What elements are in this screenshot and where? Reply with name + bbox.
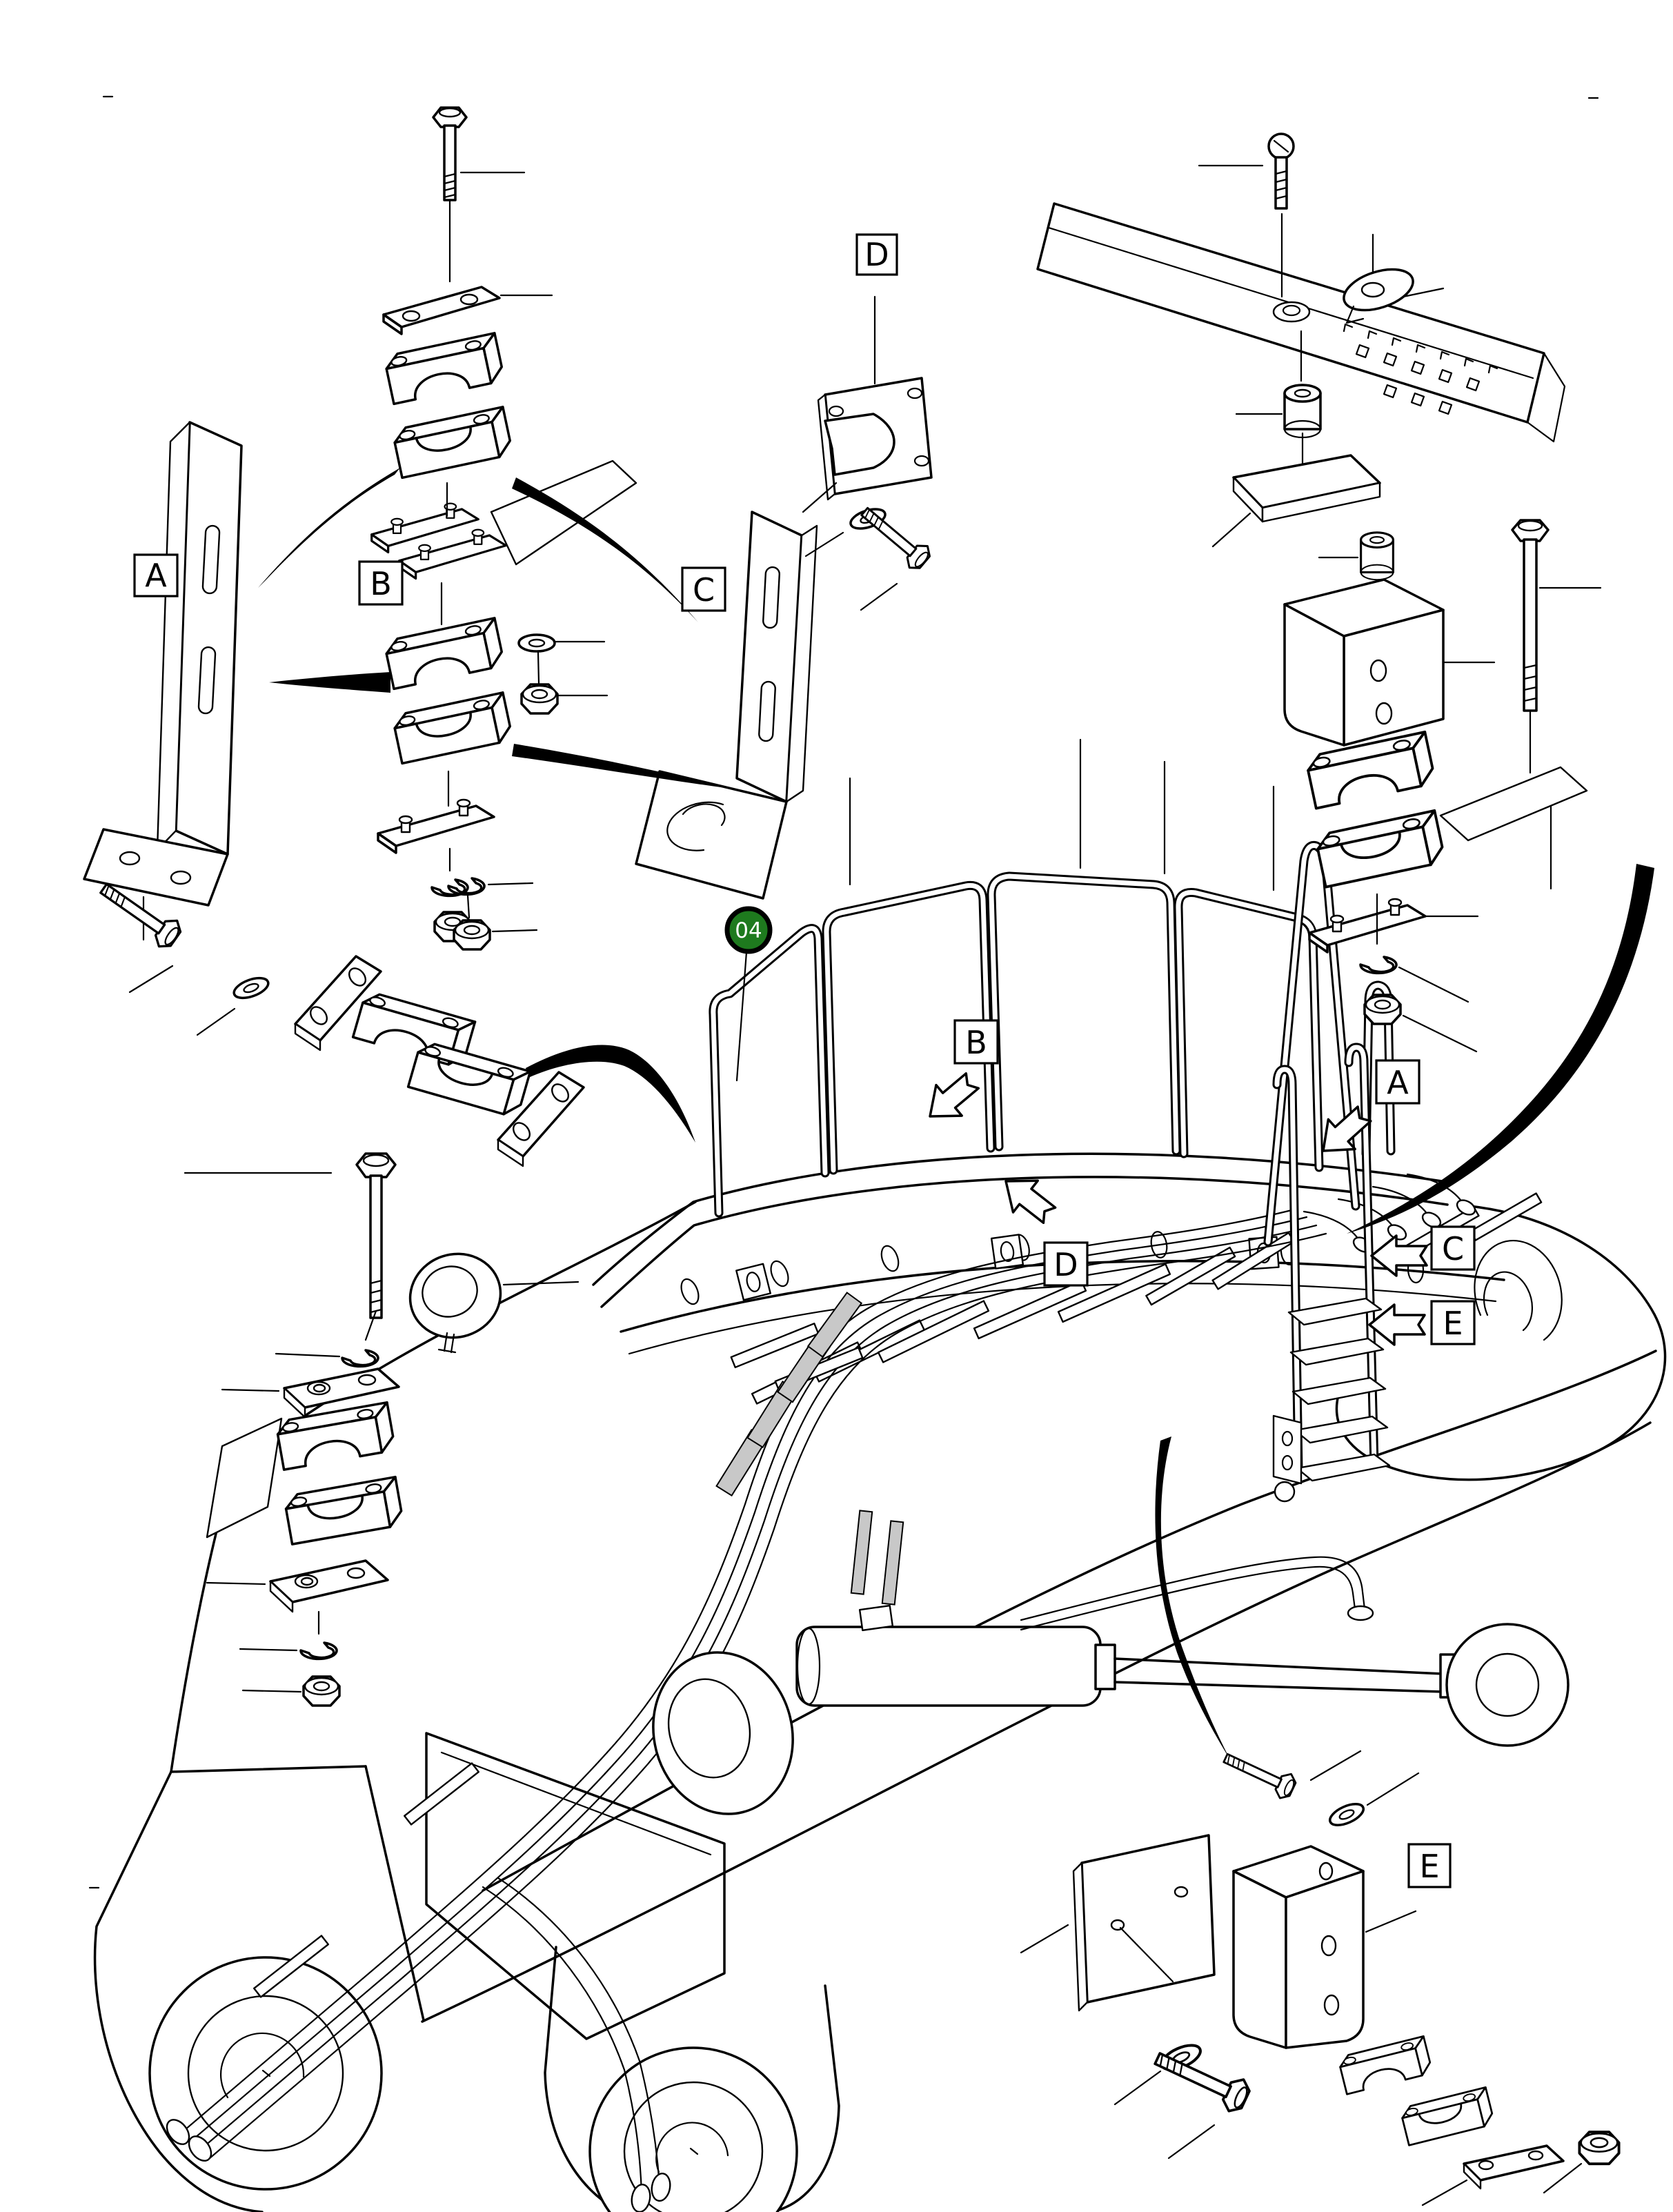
ll-plate-1 (221, 1367, 400, 1419)
channel-bracket (1283, 578, 1496, 747)
stud-plate-bottom (377, 798, 495, 854)
pipe-flanges (166, 2119, 671, 2212)
ll-clamp-lower (282, 1475, 405, 1546)
clamp-half-lower (390, 406, 515, 480)
e-plate (1421, 2144, 1565, 2206)
bracket-a (83, 421, 243, 941)
clamp-half-lower-2 (390, 691, 515, 765)
callout-bottom-right-e-label: E (1419, 1848, 1439, 1885)
ml-clamp-lower (406, 1039, 532, 1120)
ll-hex-nut (302, 1675, 341, 1707)
pipe-clamp-bars (253, 1323, 864, 1998)
e-clamp-lower (1398, 2086, 1496, 2146)
assembly-bottom-right-e: E (1020, 1745, 1621, 2206)
countersunk-hole (1272, 301, 1311, 323)
callout-handrail-b-label: B (965, 1024, 987, 1061)
callout-top-left-b[interactable]: B (358, 560, 404, 606)
callout-top-left-a-label: A (145, 557, 167, 594)
ll-bolt (355, 1152, 397, 1319)
guard-bolt (854, 500, 936, 574)
spacer-sleeve-2 (1360, 531, 1394, 581)
u-guard-plate (817, 377, 933, 501)
clamp-half-lower-right (1314, 809, 1447, 889)
assembly-top-left: A B C (83, 106, 818, 942)
slotted-screw (1198, 132, 1295, 210)
spacer-sleeve (1283, 384, 1322, 439)
e-small-washer (1325, 1798, 1368, 1831)
hex-nut (520, 683, 559, 715)
ll-shim-sheet (206, 1417, 283, 1539)
ll-lock-washer-bottom (299, 1641, 338, 1661)
callout-top-left-c-label: C (693, 571, 715, 609)
item-badge-number: 04 (735, 918, 762, 943)
shim-sheet-right (1439, 766, 1588, 842)
registration-ticks (88, 95, 1599, 1889)
callout-ladder-e[interactable]: E (1368, 1300, 1476, 1346)
e-pad-plate (1020, 1834, 1216, 2012)
callout-ladder-c-label: C (1442, 1230, 1464, 1267)
wing-clip (1343, 233, 1445, 324)
ll-plate-2 (206, 1559, 389, 1613)
callout-top-left-a[interactable]: A (133, 553, 179, 598)
e-bolt (1149, 2041, 1254, 2117)
nose-fittings (1303, 1173, 1476, 1253)
lock-washer-right (1359, 956, 1398, 975)
ll-clamp-upper (274, 1401, 397, 1471)
callout-pipes-d[interactable]: D (992, 1164, 1089, 1287)
callout-pipes-d-label: D (1053, 1246, 1078, 1283)
item-badge-04[interactable]: 04 (724, 906, 773, 1082)
clamp-half-upper-right (1304, 730, 1437, 810)
ml-hex-nut (453, 919, 491, 951)
item-badge-circle[interactable] (724, 906, 773, 954)
boom-illustration (93, 738, 1667, 2212)
assembly-top-right (1036, 132, 1602, 1053)
assembly-top-middle-d: D (802, 233, 936, 611)
flat-washer (517, 633, 556, 653)
clamp-cover-plate (382, 286, 501, 335)
e-hex-nut (1578, 2131, 1621, 2166)
boom-callouts: B A C E D (915, 1019, 1476, 1346)
callout-ladder-e-label: E (1443, 1305, 1463, 1342)
callout-bottom-right-e[interactable]: E (1407, 1843, 1452, 1888)
hex-bolt (432, 106, 468, 201)
assembly-lower-left (184, 1152, 580, 1707)
hex-nut-right (1363, 994, 1402, 1025)
callout-top-left-b-label: B (370, 565, 392, 602)
walkway-crossbars (751, 1192, 1543, 1405)
callout-top-middle-d[interactable]: D (855, 233, 898, 276)
callout-top-left-c[interactable]: C (681, 566, 726, 612)
ll-eye-ring (408, 1252, 580, 1354)
hydraulic-pipes (166, 1173, 1476, 2212)
rubber-pad (1211, 454, 1381, 548)
callout-ladder-a[interactable]: A (1308, 1059, 1420, 1167)
bucket-cylinder (652, 1556, 1570, 1815)
bracket-c (635, 511, 818, 900)
pipe-bundle (179, 1207, 1327, 2160)
e-small-bolt (1218, 1745, 1300, 1803)
ml-plate-2 (497, 1071, 585, 1167)
ml-plate-1 (294, 955, 382, 1051)
leader-swooshes-main (526, 864, 1654, 1761)
handrail-panels (709, 871, 1324, 1218)
ladder-treads (1287, 1297, 1391, 1482)
ladder (1272, 1043, 1391, 1503)
assembly-middle-left (93, 874, 585, 1167)
cylinder-barrel (795, 1626, 1102, 1707)
ml-washer (230, 973, 273, 1003)
e-u-bracket (1232, 1845, 1417, 2049)
e-clamp-upper (1336, 2035, 1434, 2095)
hose-sleeves (715, 1292, 904, 1606)
callout-ladder-c[interactable]: C (1370, 1225, 1476, 1277)
callout-ladder-a-label: A (1387, 1064, 1409, 1101)
long-hex-bolt (1511, 519, 1550, 712)
clamp-half-upper-2 (382, 617, 506, 691)
callout-handrail-b[interactable]: B (915, 1019, 999, 1133)
clamp-half-upper (382, 332, 506, 406)
ll-lock-washer-top (341, 1349, 379, 1368)
leader-swooshes-top-left (258, 468, 726, 788)
callout-top-middle-d-label: D (864, 236, 889, 273)
grating-marks (1343, 323, 1498, 415)
ladder-foot-bracket (1272, 1414, 1303, 1503)
